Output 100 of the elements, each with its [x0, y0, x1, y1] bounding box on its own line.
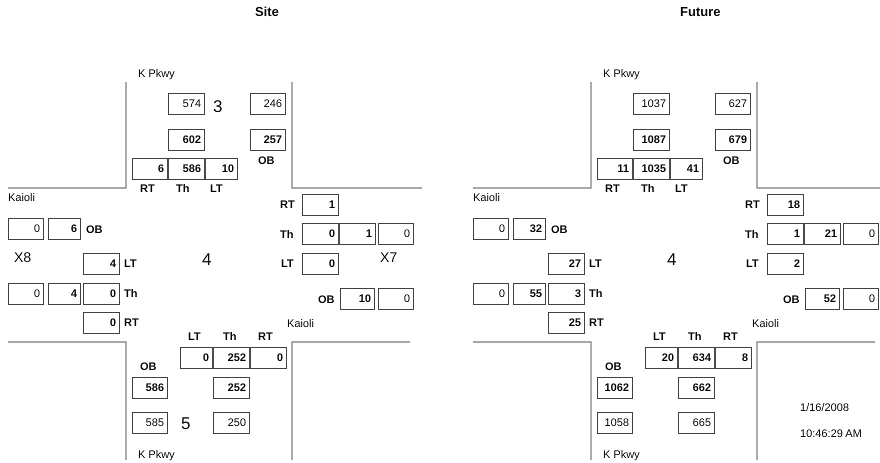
movement-label: RT — [280, 199, 295, 211]
count-value: 0 — [250, 347, 287, 369]
count-value: 1 — [339, 223, 376, 245]
count-value: 0 — [473, 218, 509, 240]
count-value: 32 — [513, 218, 546, 240]
count-value: 18 — [767, 194, 804, 216]
movement-label: LT — [653, 331, 666, 343]
movement-label: RT — [605, 183, 620, 195]
count-value: 11 — [597, 158, 633, 180]
movement-label: LT — [124, 258, 137, 270]
count-value: 0 — [378, 288, 414, 310]
location-label: X7 — [380, 249, 398, 265]
count-value: 246 — [250, 93, 286, 115]
count-value: 20 — [645, 347, 678, 369]
count-value: 0 — [843, 223, 879, 245]
count-value: 0 — [378, 223, 414, 245]
count-value: 0 — [83, 283, 120, 305]
count-value: 0 — [8, 218, 44, 240]
location-label: X8 — [14, 249, 32, 265]
movement-label: OB — [140, 361, 156, 373]
count-value: 55 — [513, 283, 546, 305]
timestamp-text: 10:46:29 AM — [800, 428, 862, 440]
movement-label: LT — [210, 183, 223, 195]
count-value: 10 — [205, 158, 238, 180]
count-value: 574 — [168, 93, 205, 115]
count-value: 0 — [302, 253, 339, 275]
count-value: 6 — [132, 158, 168, 180]
movement-label: RT — [258, 331, 273, 343]
count-value: 2 — [767, 253, 804, 275]
count-value: 10 — [340, 288, 375, 310]
count-value: 4 — [48, 283, 81, 305]
count-value: 0 — [83, 312, 120, 334]
movement-label: OB — [605, 361, 622, 373]
count-value: 1062 — [597, 377, 633, 399]
count-value: 252 — [213, 377, 250, 399]
count-value: 1 — [767, 223, 804, 245]
street-name: Kaioli — [752, 318, 779, 330]
count-value: 6 — [48, 218, 81, 240]
count-value: 0 — [8, 283, 44, 305]
approach-number: 3 — [213, 97, 222, 117]
street-name: Kaioli — [287, 318, 314, 330]
movement-label: OB — [723, 155, 740, 167]
count-value: 1058 — [597, 412, 633, 434]
street-name: Kaioli — [8, 192, 35, 204]
approach-number: 4 — [667, 250, 676, 270]
movement-label: Th — [745, 229, 758, 241]
count-value: 8 — [715, 347, 752, 369]
count-value: 27 — [548, 253, 585, 275]
movement-label: LT — [188, 331, 201, 343]
movement-label: OB — [86, 224, 102, 236]
movement-label: Th — [280, 229, 294, 241]
count-value: 257 — [250, 129, 286, 151]
count-value: 25 — [548, 312, 585, 334]
movement-label: RT — [745, 199, 760, 211]
street-name: K Pkwy — [138, 449, 175, 461]
count-value: 0 — [302, 223, 339, 245]
approach-number: 5 — [181, 414, 190, 434]
count-value: 586 — [168, 158, 205, 180]
approach-number: 4 — [202, 250, 212, 270]
movement-label: OB — [783, 294, 800, 306]
panel-heading: Future — [680, 4, 720, 19]
movement-label: OB — [551, 224, 568, 236]
count-value: 585 — [132, 412, 168, 434]
movement-label: LT — [589, 258, 602, 270]
movement-label: RT — [124, 317, 139, 329]
count-value: 4 — [83, 253, 120, 275]
count-value: 586 — [132, 377, 168, 399]
count-value: 0 — [473, 283, 509, 305]
movement-label: Th — [223, 331, 236, 343]
panel-heading: Site — [255, 4, 279, 19]
count-value: 602 — [168, 129, 205, 151]
movement-label: LT — [746, 258, 759, 270]
movement-label: Th — [589, 288, 602, 300]
timestamp-text: 1/16/2008 — [800, 402, 849, 414]
movement-label: LT — [281, 258, 294, 270]
count-value: 1087 — [633, 129, 670, 151]
street-name: Kaioli — [473, 192, 500, 204]
movement-label: Th — [688, 331, 702, 343]
movement-label: RT — [589, 317, 604, 329]
count-value: 52 — [805, 288, 840, 310]
count-value: 679 — [715, 129, 751, 151]
count-value: 0 — [843, 288, 879, 310]
movement-label: Th — [176, 183, 190, 195]
count-value: 1037 — [633, 93, 670, 115]
movement-label: OB — [258, 155, 274, 167]
movement-label: RT — [723, 331, 738, 343]
count-value: 634 — [678, 347, 715, 369]
count-value: 3 — [548, 283, 585, 305]
count-value: 662 — [678, 377, 715, 399]
count-value: 665 — [678, 412, 715, 434]
count-value: 1035 — [633, 158, 670, 180]
count-value: 0 — [180, 347, 213, 369]
count-value: 250 — [213, 412, 250, 434]
street-name: K Pkwy — [138, 68, 175, 80]
street-name: K Pkwy — [603, 68, 640, 80]
movement-label: LT — [675, 183, 688, 195]
count-value: 1 — [302, 194, 339, 216]
movement-label: Th — [641, 183, 654, 195]
count-value: 41 — [670, 158, 703, 180]
count-value: 21 — [804, 223, 841, 245]
